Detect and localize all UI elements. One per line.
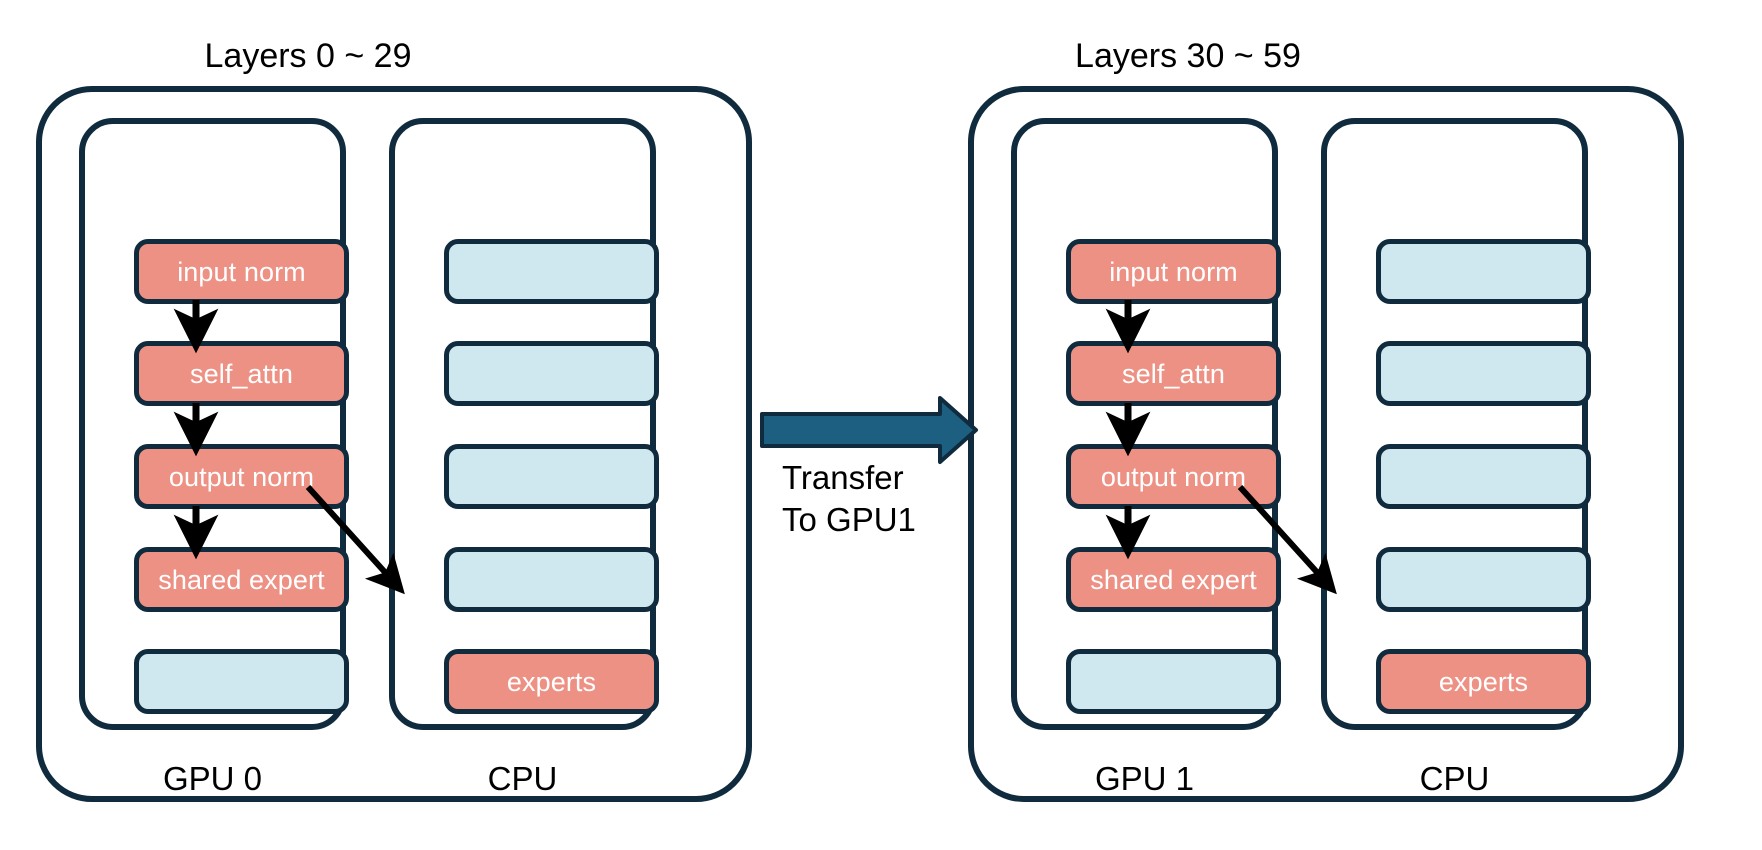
transfer-label-line1: Transfer [782,459,904,496]
block-gpu1-placeholder[interactable] [1066,649,1281,714]
block-gpu1-self-attn[interactable]: self_attn [1066,341,1281,406]
block-cpu0-slot-4[interactable] [444,547,659,612]
group-title-left: Layers 0 ~ 29 [204,37,412,75]
group-left: input norm self_attn output norm shared … [36,86,752,802]
block-cpu1-experts[interactable]: experts [1376,649,1591,714]
block-gpu1-shared-expert[interactable]: shared expert [1066,547,1281,612]
block-gpu0-placeholder[interactable] [134,649,349,714]
block-cpu1-slot-2[interactable] [1376,341,1591,406]
block-gpu0-input-norm[interactable]: input norm [134,239,349,304]
block-gpu0-output-norm[interactable]: output norm [134,444,349,509]
block-gpu0-shared-expert[interactable]: shared expert [134,547,349,612]
block-gpu1-output-norm[interactable]: output norm [1066,444,1281,509]
block-cpu0-slot-1[interactable] [444,239,659,304]
group-title-right: Layers 30 ~ 59 [1075,37,1301,75]
block-cpu0-slot-2[interactable] [444,341,659,406]
transfer-label-line2: To GPU1 [782,501,916,538]
block-gpu0-self-attn[interactable]: self_attn [134,341,349,406]
block-cpu1-slot-1[interactable] [1376,239,1591,304]
column-gpu1 [1011,118,1278,730]
column-gpu0 [79,118,346,730]
block-cpu1-slot-3[interactable] [1376,444,1591,509]
column-label-gpu0: GPU 0 [162,760,263,797]
block-cpu1-slot-4[interactable] [1376,547,1591,612]
block-cpu0-experts[interactable]: experts [444,649,659,714]
group-right: input norm self_attn output norm shared … [968,86,1684,802]
transfer-arrow-icon [760,396,978,464]
column-label-cpu0: CPU [487,760,558,797]
column-label-cpu1: CPU [1419,760,1490,797]
block-gpu1-input-norm[interactable]: input norm [1066,239,1281,304]
column-cpu1 [1321,118,1588,730]
column-cpu0 [389,118,656,730]
column-label-gpu1: GPU 1 [1094,760,1195,797]
block-cpu0-slot-3[interactable] [444,444,659,509]
